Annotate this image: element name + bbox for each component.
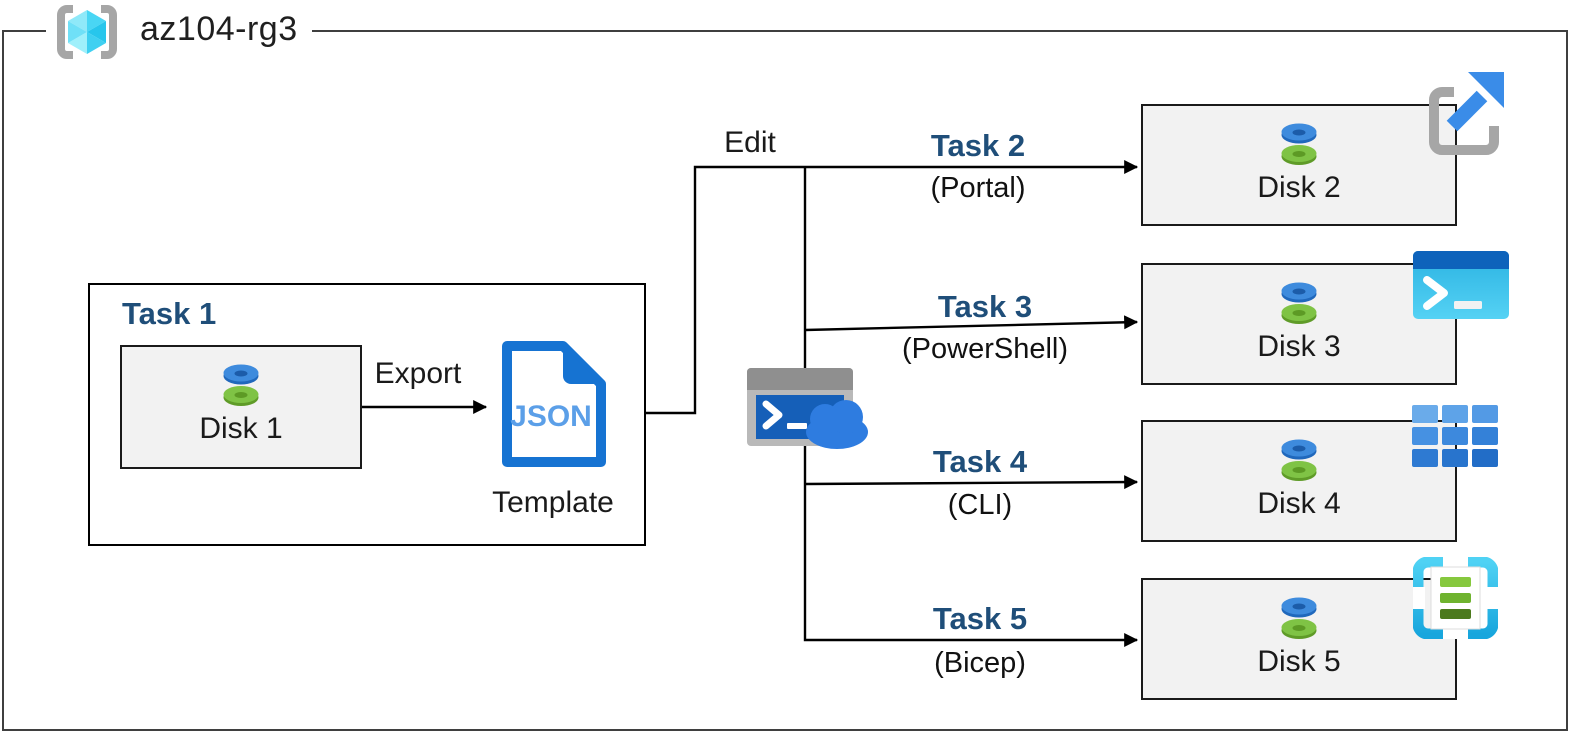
disk5-box: Disk 5 [1141, 578, 1457, 700]
resource-group-icon [52, 3, 122, 61]
task4-label-group: Task 4 [840, 444, 1120, 480]
cloud-shell-icon [745, 366, 875, 460]
task3-label-group: Task 3 [845, 289, 1125, 325]
disk2-box: Disk 2 [1141, 104, 1457, 226]
task2-label-group: Task 2 [838, 128, 1118, 164]
disk2-label: Disk 2 [1257, 171, 1341, 204]
arm-template-icon [1413, 557, 1498, 639]
task2-method: (Portal) [930, 172, 1026, 204]
template-label: Template [492, 486, 614, 519]
task4-method: (CLI) [947, 489, 1013, 521]
resource-group-title: az104-rg3 [140, 10, 298, 48]
disk3-label: Disk 3 [1257, 330, 1341, 363]
task3-title: Task 3 [937, 289, 1033, 324]
task5-label-group: Task 5 [840, 601, 1120, 637]
disk4-label: Disk 4 [1257, 487, 1341, 520]
managed-disk-icon [1275, 280, 1323, 326]
managed-disk-icon [217, 362, 265, 408]
azure-portal-icon [1416, 68, 1508, 160]
azure-cli-icon [1412, 405, 1498, 467]
task4-title: Task 4 [932, 444, 1028, 479]
resource-group-boundary [2, 30, 1568, 731]
managed-disk-icon [1275, 595, 1323, 641]
json-template-icon: JSON [496, 338, 610, 470]
disk1-card: Disk 1 [120, 345, 362, 469]
task2-title: Task 2 [930, 128, 1026, 163]
disk3-box: Disk 3 [1141, 263, 1457, 385]
powershell-icon [1412, 250, 1510, 320]
task1-title: Task 1 [122, 296, 217, 331]
managed-disk-icon [1275, 437, 1323, 483]
disk5-label: Disk 5 [1257, 645, 1341, 678]
disk4-box: Disk 4 [1141, 420, 1457, 542]
json-doc-text: JSON [510, 400, 592, 433]
managed-disk-icon [1275, 121, 1323, 167]
export-label: Export [374, 357, 462, 390]
task5-method: (Bicep) [934, 647, 1026, 679]
disk1-label: Disk 1 [199, 412, 283, 445]
task5-title: Task 5 [932, 601, 1028, 636]
edit-label: Edit [724, 126, 776, 159]
task3-method: (PowerShell) [902, 333, 1068, 365]
